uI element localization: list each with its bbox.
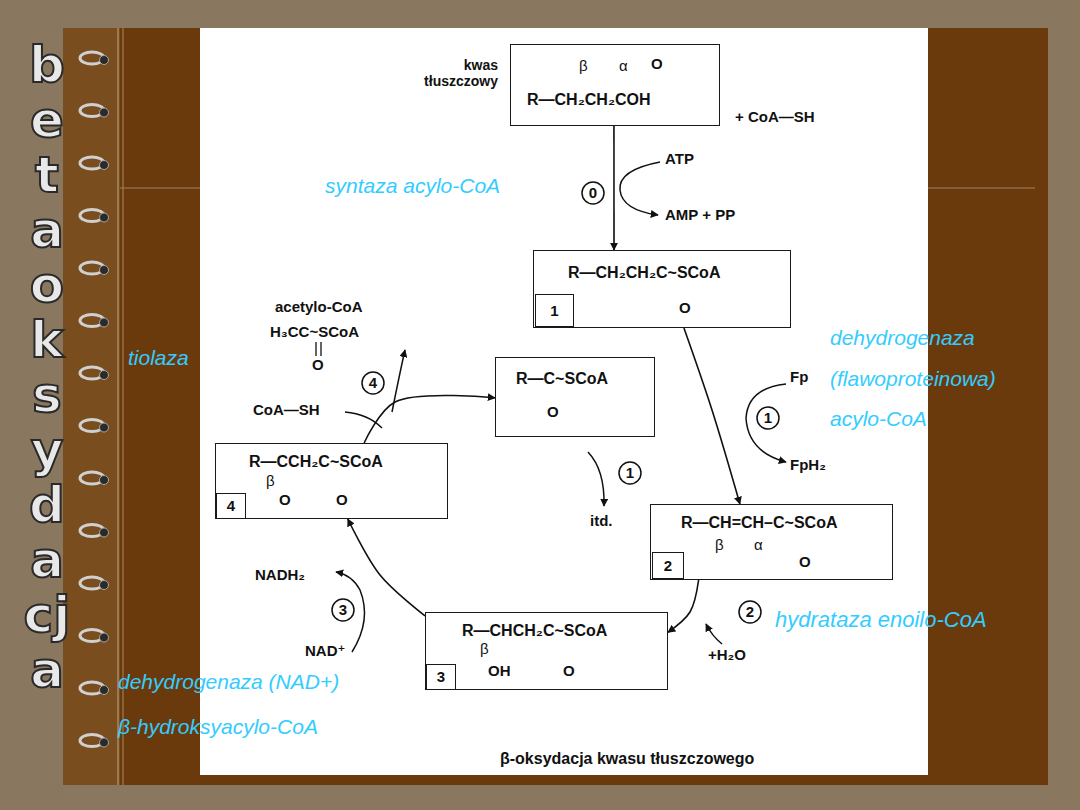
ring-hole (100, 633, 109, 642)
ring-hole (100, 581, 109, 590)
formula: R—CH₂CH₂COH (527, 91, 651, 109)
atom-label: O (279, 491, 291, 508)
step-number: 4 (369, 374, 377, 391)
binder-strip (63, 28, 120, 785)
cofactor: AMP + PP (665, 206, 735, 223)
reaction-arrow (348, 519, 425, 616)
step-circle: 2 (738, 600, 762, 624)
ring-hole (100, 56, 109, 65)
water-arrow (706, 624, 722, 644)
number-box: 4 (216, 493, 246, 519)
fp-arrow (746, 384, 786, 462)
atom-label: O (799, 553, 811, 570)
step-number: 0 (589, 184, 597, 201)
atom-label: α (754, 536, 763, 553)
step-number: 3 (339, 601, 347, 618)
enzyme-name: acylo-CoA (830, 407, 927, 431)
enzyme-name: dehydrogenaza (NAD+) (118, 670, 339, 694)
edges (348, 126, 740, 632)
cofactor: FpH₂ (790, 456, 826, 473)
compound-box: R—C~SCoA O (495, 357, 655, 437)
reagent: +H₂O (708, 646, 746, 663)
step-number: 1 (626, 464, 634, 481)
number-box: 3 (426, 664, 456, 690)
enzyme-name: dehydrogenaza (830, 326, 975, 350)
cofactor: ATP (665, 150, 694, 167)
step-circle: 1 (618, 461, 642, 485)
compound-box: R—CCH₂C~SCoAβOO4 (215, 443, 448, 519)
step-number: 4 (227, 497, 235, 514)
formula: R—CHCH₂C~SCoA (462, 622, 607, 640)
atom-label: O (679, 299, 691, 316)
panel (63, 28, 1048, 785)
enzyme-name: β-hydroksyacylo-CoA (118, 715, 318, 739)
formula: R—CH=CH–C~SCoA (681, 514, 837, 532)
atp-arrow (620, 162, 660, 215)
atom-label: O (651, 55, 663, 72)
compound-box: R—CHCH₂C~SCoAβOH O 3 (425, 612, 668, 690)
ring-hole (100, 213, 109, 222)
step-number: 2 (746, 603, 754, 620)
ring-hole (100, 161, 109, 170)
step-number: 2 (664, 557, 672, 574)
step-number: 1 (550, 302, 558, 319)
atom-label: O (312, 356, 324, 373)
atom-label: O (547, 403, 559, 420)
step-circle: 1 (756, 406, 780, 430)
reaction-arrow (613, 126, 615, 250)
enzyme-name: tiolaza (128, 346, 189, 370)
atom-label: β (480, 640, 489, 657)
atom-label: O (336, 491, 348, 508)
step-circle: 3 (331, 598, 355, 622)
formula: R—CCH₂C~SCoA (249, 453, 383, 471)
ring-hole (100, 686, 109, 695)
formula: H₃CC~SCoA (270, 323, 359, 340)
title-letters: betaoksydacja (22, 38, 72, 698)
enzyme-name: (flawoproteinowa) (830, 367, 996, 391)
ring-hole (100, 423, 109, 432)
cofactor: NADH₂ (255, 566, 305, 583)
atom-label: β (579, 57, 588, 74)
caption: β-oksydacja kwasu tłuszczowego (500, 750, 754, 768)
reaction-arrow (668, 580, 699, 632)
reagent: + CoA—SH (735, 108, 815, 125)
ring-hole (100, 108, 109, 117)
atom-label: OH (488, 662, 511, 679)
compound-box: kwas tłuszczowyβαOR—CH₂CH₂COH (510, 44, 720, 126)
ring-hole (100, 476, 109, 485)
enzyme-name: syntaza acylo-CoA (325, 174, 500, 198)
white-sheet (200, 28, 928, 775)
ring-hole (100, 738, 109, 747)
binder-rings (80, 52, 109, 747)
formula: R—CH₂CH₂C~SCoA (568, 264, 720, 282)
compound-box: R—CH=CH–C~SCoA β αO 2 (650, 504, 893, 580)
compound-name: kwas tłuszczowy (416, 57, 498, 89)
step-circle: 0 (581, 181, 605, 205)
ring-hole (100, 528, 109, 537)
note: itd. (590, 512, 613, 529)
step-circle: 4 (361, 371, 385, 395)
atom-label: β (266, 472, 275, 489)
number-box: 1 (535, 294, 574, 327)
step-number: 3 (437, 668, 445, 685)
reagent: CoA—SH (253, 401, 320, 418)
compound-box: R—CH₂CH₂C~SCoA O 1 (533, 250, 791, 328)
formula: R—C~SCoA (516, 370, 608, 388)
number-box: 2 (652, 552, 684, 579)
step-number: 1 (764, 409, 772, 426)
atom-label: α (619, 57, 628, 74)
atom-label: β (715, 536, 724, 553)
cofactor: Fp (790, 368, 808, 385)
product-name: acetylo-CoA (275, 298, 363, 315)
reaction-arrow (684, 328, 740, 504)
ring-hole (100, 371, 109, 380)
atom-label: O (563, 662, 575, 679)
ring-hole (100, 266, 109, 275)
cofactor: NAD⁺ (305, 642, 345, 659)
next-cycle-arrow (588, 452, 604, 506)
reaction-arrow (364, 395, 495, 443)
ring-hole (100, 318, 109, 327)
enzyme-name: hydrataza enoilo-CoA (775, 607, 987, 632)
